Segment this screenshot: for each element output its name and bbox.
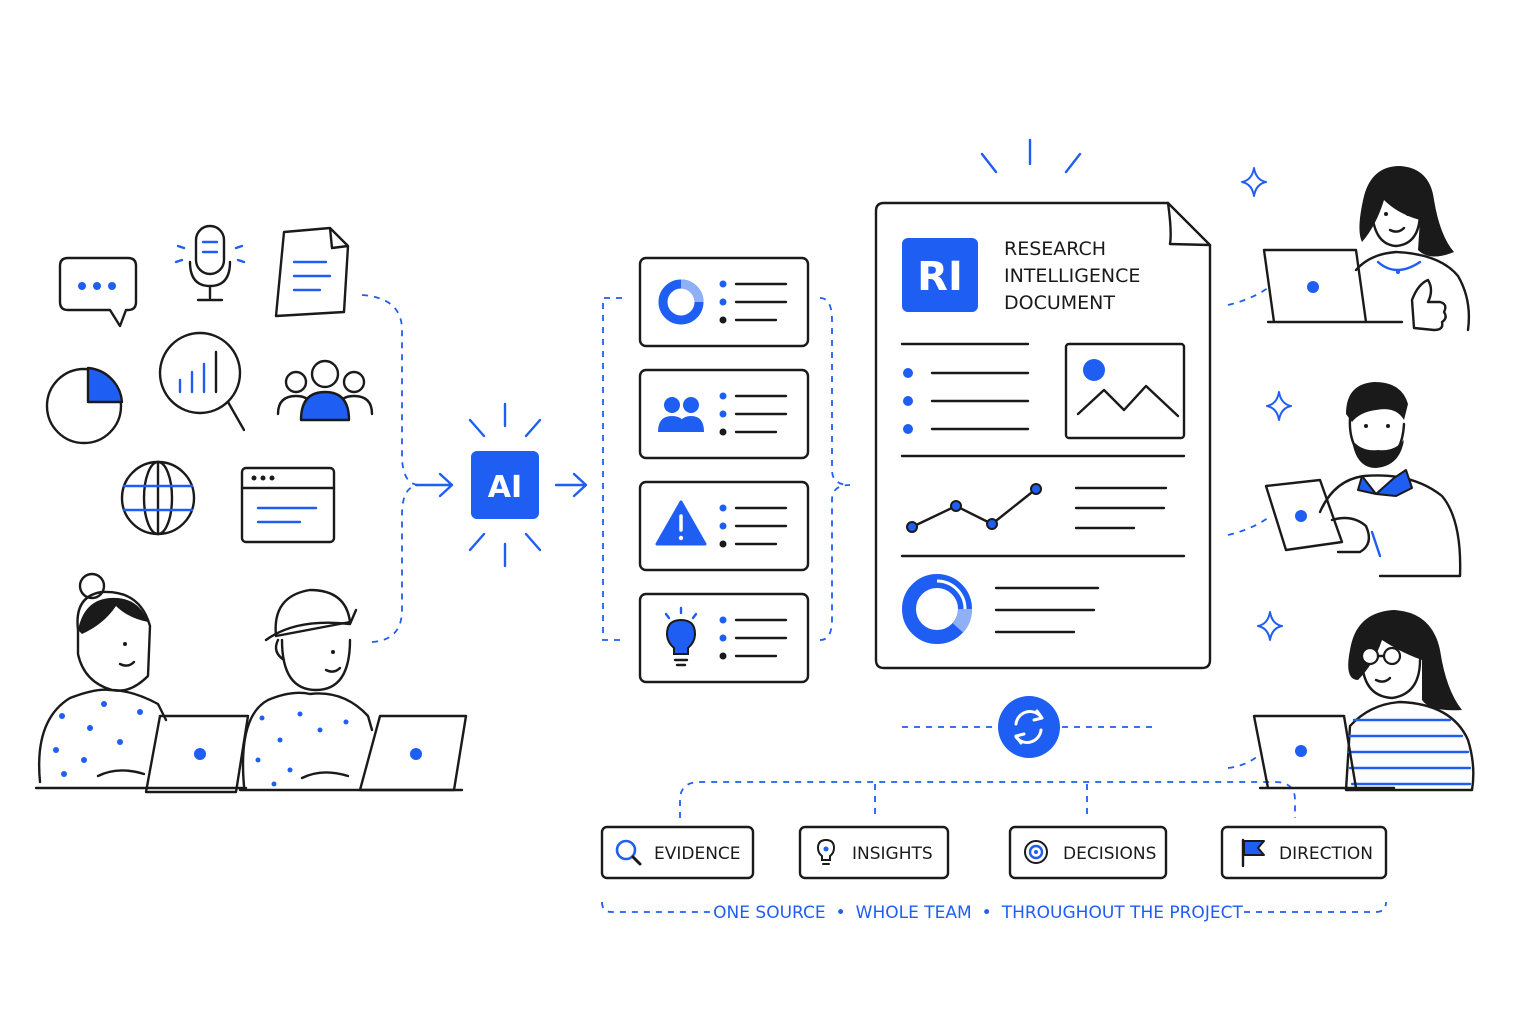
- source-icons: [45, 224, 374, 544]
- ai-label: AI: [488, 470, 522, 505]
- summary-card: [638, 480, 810, 572]
- group-icon: [276, 359, 374, 422]
- connector-lines: [361, 287, 1296, 818]
- outcome-decisions: DECISIONS: [1008, 825, 1168, 880]
- document-icon: [274, 226, 350, 318]
- tagline-separator: •: [982, 903, 992, 923]
- lightbulb-icon: [816, 838, 836, 865]
- document-title-line-1: RESEARCH: [1004, 238, 1106, 260]
- outcome-label: INSIGHTS: [852, 844, 933, 864]
- svg-text:ONE SOURCE•WHOLE TEAM•THROUGHO: ONE SOURCE • WHOLE TEAM • THROUGHOUT THE PRO…: [713, 903, 1243, 923]
- browser-window-icon: [240, 466, 336, 544]
- teammate-bearded-man: [1264, 382, 1462, 578]
- outcome-label: DECISIONS: [1063, 844, 1156, 864]
- sparkle-icons: [1241, 167, 1292, 641]
- researcher-woman: [34, 572, 250, 794]
- chat-bubble-icon: [58, 256, 138, 328]
- summary-card: [638, 592, 810, 684]
- tagline-part-one-source: ONE SOURCE: [713, 903, 825, 923]
- ri-badge: [902, 238, 978, 312]
- teammate-woman-thumbs-up: [1262, 166, 1471, 332]
- summary-card: [638, 256, 810, 348]
- sync-icon: [998, 696, 1060, 758]
- donut-chart-icon: [902, 574, 972, 644]
- outcome-evidence: EVIDENCE: [600, 825, 755, 880]
- image-placeholder-icon: [1064, 342, 1186, 440]
- ri-badge-label: RI: [917, 254, 963, 300]
- target-icon: [1024, 840, 1048, 864]
- tagline-part-throughout: THROUGHOUT THE PROJECT: [1001, 903, 1244, 923]
- outcome-label: DIRECTION: [1279, 844, 1373, 864]
- summary-cards: [638, 256, 810, 684]
- outcome-direction: DIRECTION: [1220, 825, 1388, 880]
- pie-chart-icon: [45, 366, 124, 445]
- globe-icon: [120, 460, 196, 536]
- donut-chart-icon: [658, 279, 704, 325]
- research-document: RI RESEARCH INTELLIGENCE DOCUMENT: [874, 138, 1212, 670]
- lightbulb-icon: [664, 606, 698, 667]
- line-chart-icon: [906, 483, 1042, 533]
- tagline-part-whole-team: WHOLE TEAM: [856, 903, 972, 923]
- teammate-woman-glasses: [1252, 610, 1475, 792]
- people-icon: [658, 397, 704, 432]
- flag-icon: [1241, 838, 1265, 868]
- document-title-line-2: INTELLIGENCE: [1004, 265, 1140, 287]
- microphone-icon: [174, 224, 246, 302]
- summary-card: [638, 368, 810, 460]
- outcome-insights: INSIGHTS: [798, 825, 950, 880]
- tagline-separator: •: [836, 903, 846, 923]
- document-highlight-rays: [980, 138, 1082, 174]
- search-icon: [615, 839, 642, 866]
- document-title-line-3: DOCUMENT: [1004, 292, 1115, 314]
- ai-node: AI: [468, 402, 542, 568]
- tagline: ONE SOURCE • WHOLE TEAM • THROUGHOUT THE PRO…: [601, 901, 1387, 923]
- bar-chart-magnifier-icon: [158, 331, 246, 432]
- warning-icon: [655, 500, 707, 546]
- outcome-label: EVIDENCE: [654, 844, 741, 864]
- researcher-cap-man: [238, 588, 468, 792]
